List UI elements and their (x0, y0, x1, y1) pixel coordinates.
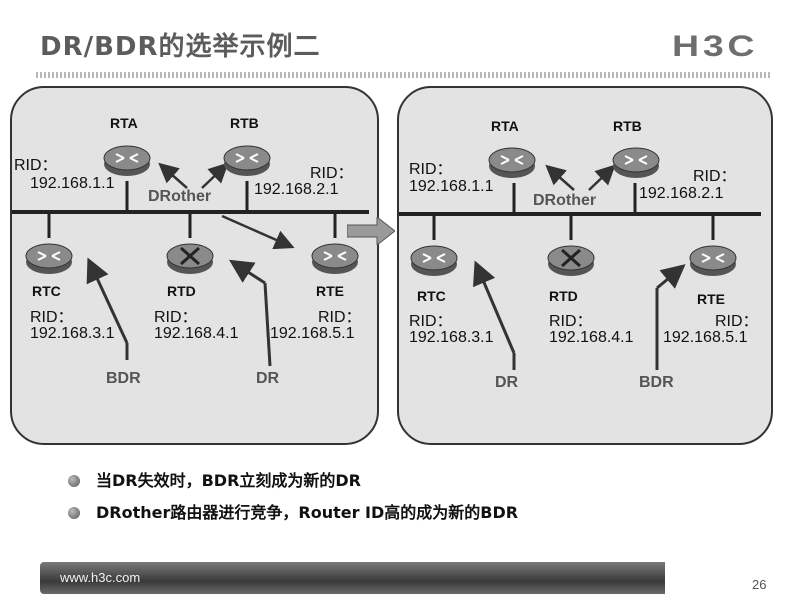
bdr-label: BDR (106, 370, 141, 387)
bdr-label: BDR (639, 374, 674, 391)
bullet-text: 当DR失效时，BDR立刻成为新的DR (96, 471, 362, 490)
left-network-lines (12, 162, 369, 367)
bullet-dot-icon (68, 507, 80, 519)
rte-name: RTE (316, 283, 344, 299)
bullet-item: DRother路由器进行竞争，Router ID高的成为新的BDR (68, 502, 518, 534)
page-number: 26 (752, 577, 767, 592)
rtb-rid: 192.168.2.1 (254, 181, 339, 198)
rtb-rid: 192.168.2.1 (639, 185, 724, 202)
bullet-list: 当DR失效时，BDR立刻成为新的DR DRother路由器进行竞争，Router… (68, 470, 518, 534)
bullet-dot-icon (68, 475, 80, 487)
rtd-rid-label: RID： (154, 309, 198, 326)
title-rule (36, 72, 771, 78)
rte-rid-label: RID： (715, 313, 759, 330)
router-rte-icon (688, 238, 738, 278)
rtb-name: RTB (613, 118, 642, 134)
footer-band (40, 562, 665, 594)
rta-name: RTA (491, 118, 519, 134)
router-rtb-icon (222, 138, 272, 178)
rtc-rid-label: RID： (409, 313, 453, 330)
left-topology-panel: RTA RTB RID： 192.168.1.1 RID： 192.168.2.… (10, 86, 379, 445)
rtb-name: RTB (230, 115, 259, 131)
rtc-rid-label: RID： (30, 309, 74, 326)
h3c-logo: H3C (672, 30, 759, 63)
rte-rid-label: RID： (318, 309, 362, 326)
rte-name: RTE (697, 291, 725, 307)
rte-rid: 192.168.5.1 (270, 325, 355, 342)
rte-rid: 192.168.5.1 (663, 329, 748, 346)
rtc-name: RTC (32, 283, 61, 299)
router-rta-icon (487, 140, 537, 180)
rtd-name: RTD (167, 283, 196, 299)
transition-arrow-icon (347, 217, 395, 245)
rtc-rid: 192.168.3.1 (409, 329, 494, 346)
slide-title: DR/BDR的选举示例二 (40, 32, 321, 62)
rta-rid-label: RID： (14, 157, 58, 174)
dr-label: DR (256, 370, 280, 387)
rtc-name: RTC (417, 288, 446, 304)
bullet-text: DRother路由器进行竞争，Router ID高的成为新的BDR (96, 503, 519, 522)
router-rta-icon (102, 138, 152, 178)
rtb-rid-label: RID： (310, 165, 354, 182)
rta-rid: 192.168.1.1 (30, 175, 115, 192)
router-rtc-icon (24, 236, 74, 276)
rtd-rid: 192.168.4.1 (549, 329, 634, 346)
router-rtd-failed-icon (546, 238, 596, 278)
rtd-rid: 192.168.4.1 (154, 325, 239, 342)
right-topology-panel: RTA RTB RID： 192.168.1.1 RID： 192.168.2.… (397, 86, 773, 445)
router-rte-icon (310, 236, 360, 276)
right-network-lines (399, 164, 761, 370)
rta-name: RTA (110, 115, 138, 131)
rtc-rid: 192.168.3.1 (30, 325, 115, 342)
router-rtb-icon (611, 140, 661, 180)
router-rtd-failed-icon (165, 236, 215, 276)
footer-url: www.h3c.com (60, 570, 141, 585)
rta-rid: 192.168.1.1 (409, 178, 494, 195)
rtb-rid-label: RID： (693, 168, 737, 185)
rta-rid-label: RID： (409, 161, 453, 178)
rtd-rid-label: RID： (549, 313, 593, 330)
router-rtc-icon (409, 238, 459, 278)
drother-label: DRother (533, 192, 597, 209)
drother-label: DRother (148, 188, 212, 205)
dr-label: DR (495, 374, 519, 391)
rtd-name: RTD (549, 288, 578, 304)
bullet-item: 当DR失效时，BDR立刻成为新的DR (68, 470, 518, 502)
